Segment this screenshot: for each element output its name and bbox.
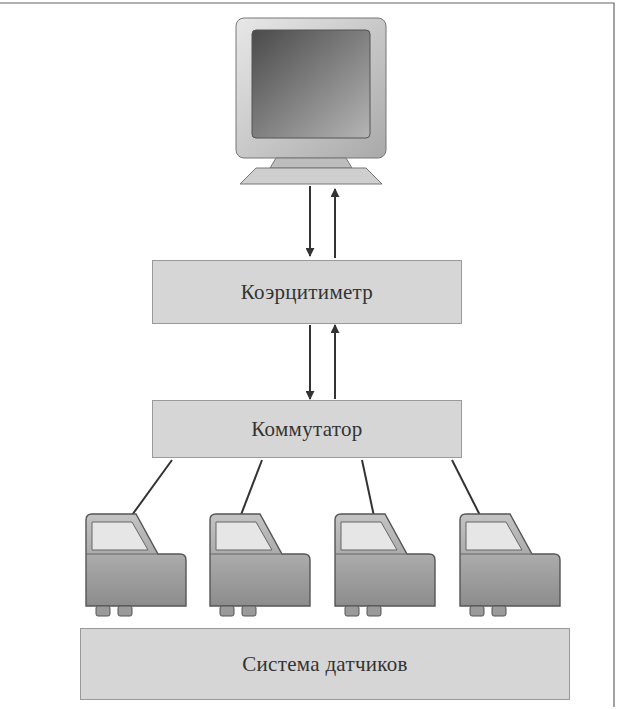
sensor-icons	[86, 514, 560, 616]
process-box: Коммутатор	[152, 400, 462, 458]
monitor-arrows	[310, 186, 335, 258]
box-label: Коэрцитиметр	[241, 280, 373, 305]
frame-line	[0, 3, 614, 707]
box-label: Коммутатор	[251, 417, 362, 442]
monitor-icon	[236, 18, 386, 184]
sensor-arrows	[119, 460, 490, 535]
signal-arrow	[334, 325, 336, 399]
box-label: Система датчиков	[242, 652, 408, 677]
signal-arrow	[309, 325, 311, 399]
process-box: Система датчиков	[80, 628, 570, 700]
process-box: Коэрцитиметр	[152, 260, 462, 324]
